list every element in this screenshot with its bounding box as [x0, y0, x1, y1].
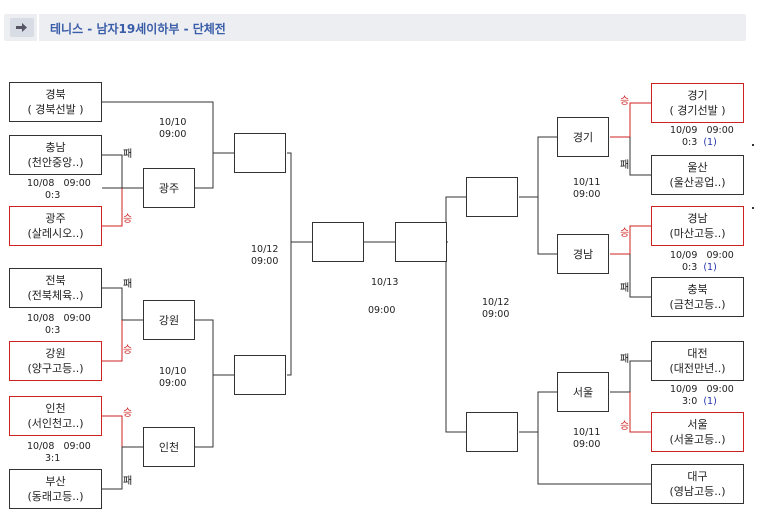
- team-left-4[interactable]: 전북 (전북체육..): [9, 268, 102, 308]
- header-divider: [37, 14, 39, 41]
- team-left-7[interactable]: 부산 (동래고등..): [9, 469, 102, 509]
- team-left-5[interactable]: 강원 (양구고등..): [9, 341, 102, 381]
- loss-marker: 패: [123, 476, 133, 487]
- loss-marker: 패: [620, 354, 630, 365]
- node-right-r2-3[interactable]: 서울: [557, 372, 609, 412]
- node-right-r2-1[interactable]: 경기: [557, 117, 609, 157]
- node-right-r3-1[interactable]: [466, 177, 518, 217]
- team-left-1[interactable]: 경북 ( 경북선발 ): [9, 82, 102, 122]
- win-marker: 승: [123, 214, 133, 225]
- team-right-4[interactable]: 충북 (금천고등..): [651, 277, 744, 317]
- node-left-r2-2[interactable]: 강원: [143, 300, 195, 340]
- final-date: 10/13: [371, 277, 399, 288]
- team-right-3[interactable]: 경남 (마산고등..): [651, 206, 744, 246]
- node-left-semi[interactable]: [312, 222, 364, 262]
- team-left-6[interactable]: 인천 (서인천고..): [9, 396, 102, 436]
- node-right-r2-2[interactable]: 경남: [557, 234, 609, 274]
- match-date: 10/09 09:00 0:3 (1): [670, 250, 734, 273]
- win-marker: 승: [620, 96, 630, 107]
- win-marker: 승: [620, 421, 630, 432]
- bullet-dot: [752, 144, 754, 146]
- win-marker: 승: [620, 228, 630, 239]
- team-left-3[interactable]: 광주 (살레시오..): [9, 206, 102, 246]
- team-right-7[interactable]: 대구 (영남고등..): [651, 464, 744, 504]
- team-right-6[interactable]: 서울 (서울고등..): [651, 412, 744, 452]
- node-left-r3-1[interactable]: [234, 133, 286, 173]
- match-date: 10/08 09:00 0:3: [27, 313, 91, 336]
- final-time: 09:00: [368, 305, 396, 316]
- match-date: 10/08 09:00 3:1: [27, 441, 91, 464]
- arrow-icon: [10, 18, 34, 37]
- team-right-1[interactable]: 경기 ( 경기선발 ): [651, 83, 744, 123]
- node-left-r2-1[interactable]: 광주: [143, 168, 195, 208]
- page-title: 테니스 - 남자19세이하부 - 단체전: [50, 22, 226, 36]
- node-right-r3-2[interactable]: [466, 412, 518, 452]
- team-right-2[interactable]: 울산 (울산공업..): [651, 155, 744, 195]
- node-right-semi[interactable]: [395, 222, 447, 262]
- node-left-r3-2[interactable]: [234, 355, 286, 395]
- page-header: 테니스 - 남자19세이하부 - 단체전: [4, 14, 746, 41]
- bullet-dot: [752, 207, 754, 209]
- win-marker: 승: [123, 408, 133, 419]
- win-marker: 승: [123, 345, 133, 356]
- loss-marker: 패: [620, 160, 630, 171]
- match-date: 10/09 09:00 0:3 (1): [670, 125, 734, 148]
- node-left-r2-3[interactable]: 인천: [143, 427, 195, 467]
- team-right-5[interactable]: 대전 (대전만년..): [651, 341, 744, 381]
- loss-marker: 패: [123, 279, 133, 290]
- loss-marker: 패: [123, 149, 133, 160]
- loss-marker: 패: [620, 283, 630, 294]
- match-date: 10/09 09:00 3:0 (1): [670, 384, 734, 407]
- match-date: 10/08 09:00 0:3: [27, 178, 91, 201]
- team-left-2[interactable]: 충남 (천안중앙..): [9, 135, 102, 175]
